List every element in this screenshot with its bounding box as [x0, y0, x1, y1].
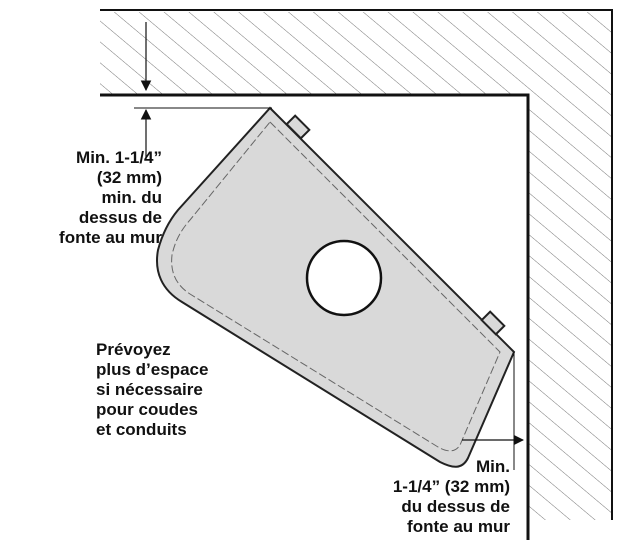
stove-leg-top	[285, 114, 311, 140]
side-clearance-line-2: 1-1/4” (32 mm)	[392, 477, 510, 496]
side-clearance-label: Min. 1-1/4” (32 mm) du dessus de fonte a…	[330, 457, 510, 537]
side-clearance-line-1: Min.	[476, 457, 510, 476]
stove-inner-outline	[171, 121, 501, 452]
extra-space-line-3: si nécessaire	[96, 380, 203, 399]
top-clearance-label: Min. 1-1/4” (32 mm) min. du dessus de fo…	[4, 148, 162, 248]
flue-collar	[305, 239, 383, 317]
side-clearance-line-3: du dessus de	[401, 497, 510, 516]
stove-leg-side	[480, 310, 506, 336]
top-clearance-line-5: fonte au mur	[59, 228, 162, 247]
top-clearance-line-1: Min. 1-1/4”	[76, 148, 162, 167]
wall-inner-line	[100, 93, 530, 540]
top-clearance-line-4: dessus de	[78, 208, 162, 227]
top-clearance-line-2: (32 mm)	[96, 168, 162, 187]
extra-space-line-2: plus d’espace	[96, 360, 209, 379]
stove	[156, 106, 516, 468]
top-clearance-line-3: min. du	[101, 188, 162, 207]
wall-hatching	[100, 12, 612, 520]
extra-space-line-5: et conduits	[96, 420, 187, 439]
extra-space-line-1: Prévoyez	[96, 340, 171, 359]
side-clearance-dimension	[462, 352, 525, 470]
extra-space-label: Prévoyez plus d’espace si nécessaire pou…	[96, 340, 266, 440]
extra-space-line-4: pour coudes	[96, 400, 199, 419]
top-clearance-dimension	[134, 22, 272, 160]
side-clearance-line-4: fonte au mur	[407, 517, 510, 536]
wall-outer-line	[100, 9, 613, 520]
